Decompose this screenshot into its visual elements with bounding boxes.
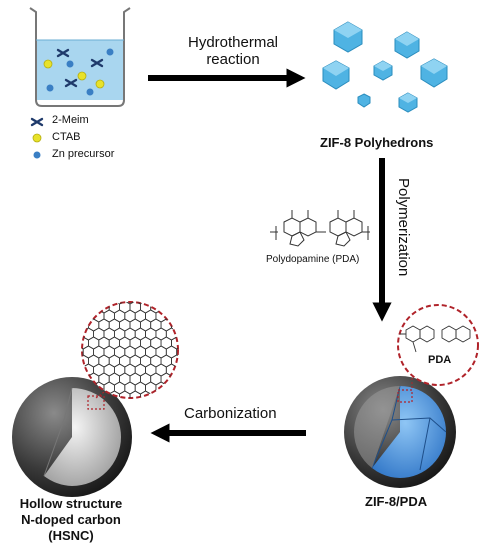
lattice-hexagon (82, 327, 84, 341)
lattice-hexagon (103, 302, 115, 305)
hsnc-label-line3: (HSNC) (48, 528, 94, 543)
lattice-hexagon (82, 363, 84, 377)
lattice-hexagon (82, 309, 84, 323)
lattice-hexagon (182, 391, 192, 403)
lattice-hexagon (187, 346, 197, 358)
hsnc-sphere (12, 377, 132, 497)
yellow-dot-icon (32, 133, 42, 143)
blue-dot-icon (33, 151, 41, 159)
lattice-hexagon (165, 309, 178, 323)
lattice-hexagon (182, 355, 192, 367)
lattice-hexagon (93, 302, 105, 305)
hsnc-label: Hollow structure N-doped carbon (HSNC) (6, 496, 136, 544)
lattice-hexagon (145, 302, 157, 305)
pda-structure (270, 210, 370, 247)
hsnc-label-line2: N-doped carbon (21, 512, 121, 527)
legend-label-zn-precursor: Zn precursor (52, 148, 115, 160)
lattice-hexagon (182, 373, 192, 385)
lattice-hexagon (182, 319, 192, 331)
lattice-hexagon (182, 301, 192, 313)
lattice-hexagon (160, 390, 172, 398)
legend-label-2meim: 2-Meim (52, 114, 89, 126)
zif8-pda-sphere (344, 376, 456, 488)
lattice-hexagon (187, 310, 197, 322)
pda-zoom-circle (397, 304, 479, 390)
lattice-hexagon (82, 302, 84, 305)
zif8-polyhedrons (322, 21, 448, 113)
x-cross-icon (30, 117, 44, 127)
lattice-hexagon (192, 355, 202, 367)
lattice-hexagon (176, 309, 178, 323)
lattice-hexagon (176, 363, 178, 377)
lattice-hexagon (165, 302, 178, 305)
lattice-hexagon (176, 381, 178, 395)
lattice-hexagon (192, 391, 202, 403)
lattice-hexagon (187, 364, 197, 376)
hydrothermal-label-line1: Hydrothermal (187, 34, 279, 51)
zif8-label: ZIF-8 Polyhedrons (320, 135, 434, 150)
carbonization-label: Carbonization (184, 405, 277, 422)
hsnc-label-line1: Hollow structure (19, 496, 123, 511)
lattice-hexagon (108, 390, 120, 398)
lattice-hexagon (192, 319, 202, 331)
lattice-hexagon (192, 337, 202, 349)
lattice-hexagon (192, 301, 202, 313)
lattice-hexagon (171, 372, 178, 386)
lattice-hexagon (165, 381, 178, 395)
lattice-hexagon (171, 390, 178, 398)
lattice-hexagon (82, 302, 94, 305)
hydrothermal-label-line2: reaction (206, 51, 260, 68)
lattice-hexagon (187, 292, 197, 304)
lattice-hexagon (176, 302, 178, 305)
lattice-hexagon (187, 382, 197, 394)
lattice-hexagon (119, 390, 131, 398)
lattice-hexagon (182, 337, 192, 349)
lattice-hexagon (82, 309, 94, 323)
lattice-hexagon (192, 373, 202, 385)
lattice-hexagon (88, 302, 100, 314)
pda-tag-label: PDA (428, 354, 452, 366)
beaker-particles (43, 48, 114, 96)
lattice-hexagon (82, 302, 89, 314)
lattice-hexagon (129, 390, 141, 398)
zif8-pda-label: ZIF-8/PDA (365, 494, 428, 509)
lattice-hexagon (171, 302, 178, 314)
lattice-hexagon (176, 327, 178, 341)
beaker (29, 7, 131, 107)
lattice-hexagon (160, 302, 172, 314)
lattice-hexagon (187, 328, 197, 340)
lattice-hexagon (155, 302, 167, 305)
hydrothermal-label: Hydrothermal reaction (178, 34, 288, 68)
legend-label-ctab: CTAB (52, 131, 81, 143)
pda-name-label: Polydopamine (PDA) (266, 254, 360, 265)
polymerization-label: Polymerization (395, 178, 412, 277)
lattice-hexagon (139, 390, 152, 398)
